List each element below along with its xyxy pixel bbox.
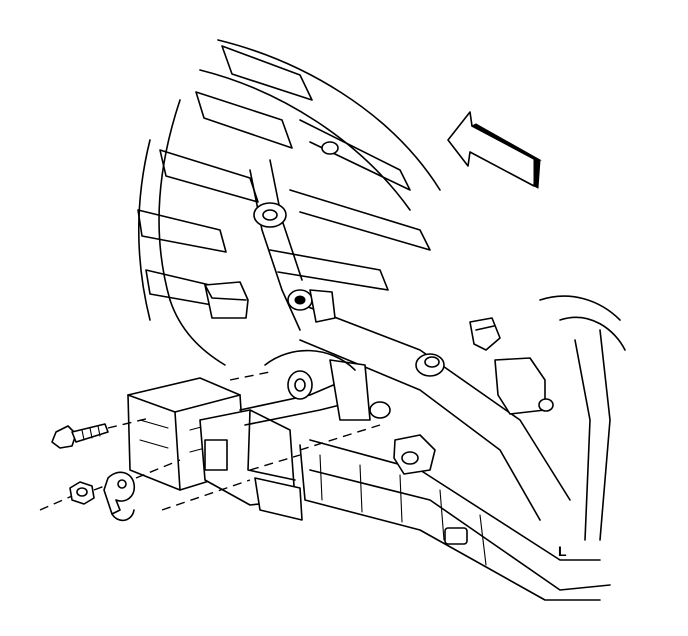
shift-switch-assembly <box>127 349 391 521</box>
transmission-case <box>287 289 626 601</box>
clip-icon <box>103 459 251 522</box>
bolt-icon <box>51 417 151 449</box>
corner-letter: L <box>558 543 567 559</box>
nut-icon <box>39 481 111 511</box>
alignment-lines <box>229 371 381 471</box>
direction-arrow-icon <box>447 111 542 189</box>
bell-housing <box>137 39 441 366</box>
